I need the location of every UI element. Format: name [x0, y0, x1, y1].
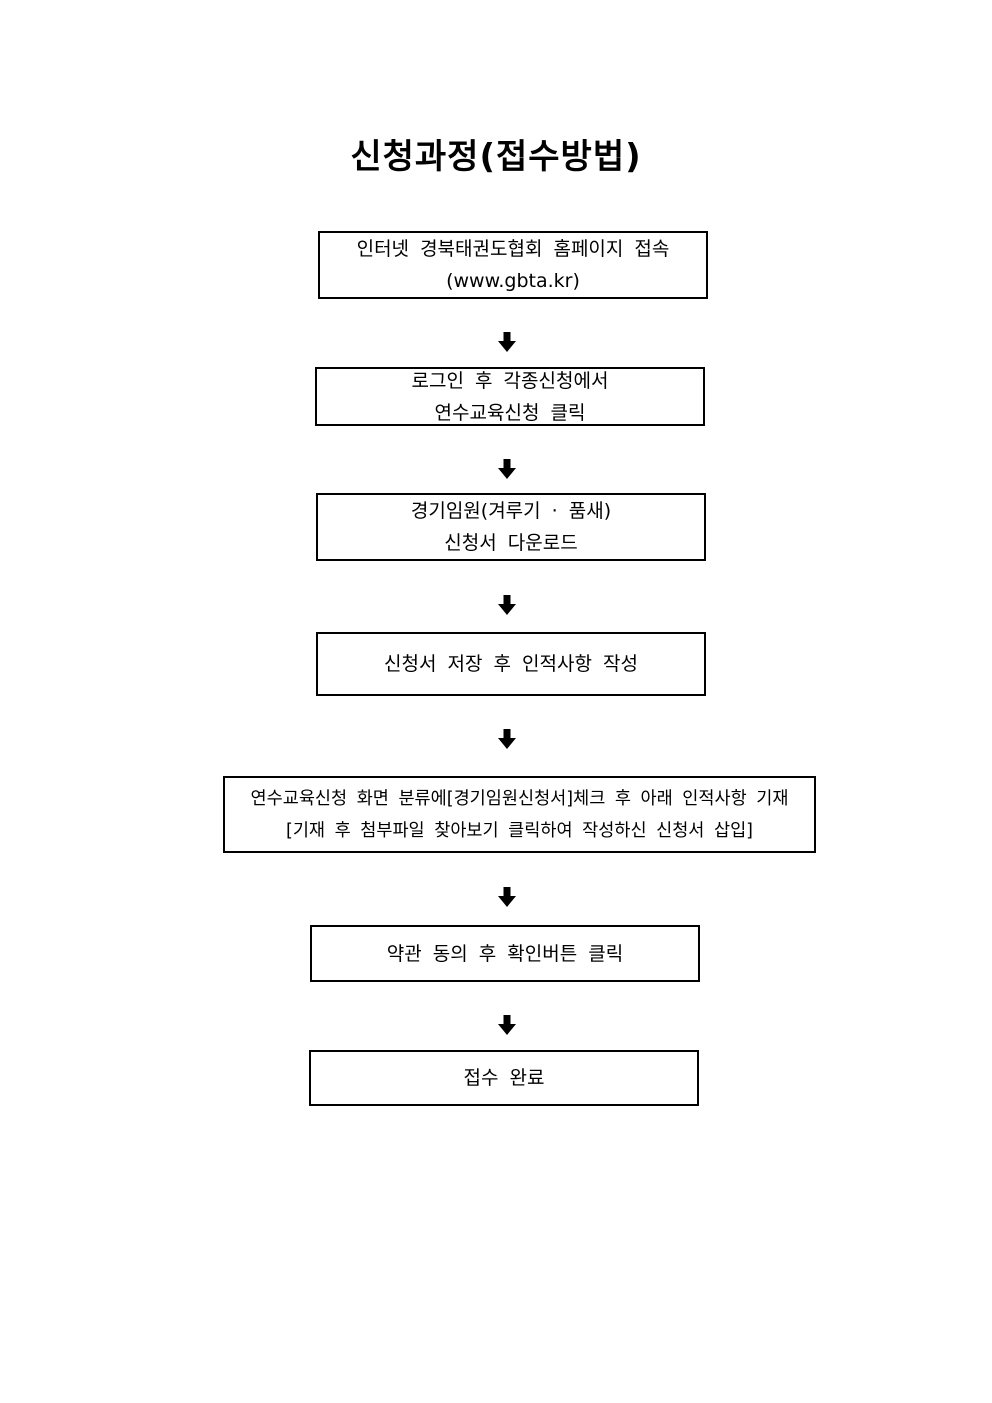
arrow-down-icon [498, 595, 516, 615]
step-4-box: 신청서 저장 후 인적사항 작성 [316, 632, 706, 696]
arrow-down-icon [498, 1015, 516, 1035]
step-2-line-1: 로그인 후 각종신청에서 [411, 369, 609, 392]
arrow-down-icon [498, 459, 516, 479]
step-5-box: 연수교육신청 화면 분류에[경기임원신청서]체크 후 아래 인적사항 기재 [기… [223, 776, 816, 853]
page-title: 신청과정(접수방법) [350, 137, 642, 177]
step-2-box: 로그인 후 각종신청에서 연수교육신청 클릭 [315, 367, 705, 426]
step-3-line-1: 경기임원(겨루기 · 품새) [410, 500, 612, 522]
step-3-line-2: 신청서 다운로드 [444, 532, 578, 554]
step-5-line-2: [기재 후 첨부파일 찾아보기 클릭하여 작성하신 신청서 삽입] [286, 820, 753, 841]
step-3-box: 경기임원(겨루기 · 품새) 신청서 다운로드 [316, 493, 706, 561]
step-5-line-1: 연수교육신청 화면 분류에[경기임원신청서]체크 후 아래 인적사항 기재 [250, 788, 789, 809]
step-6-line-1: 약관 동의 후 확인버튼 클릭 [386, 942, 624, 965]
step-2-line-2: 연수교육신청 클릭 [434, 401, 586, 424]
step-4-line-1: 신청서 저장 후 인적사항 작성 [384, 653, 638, 675]
step-7-line-1: 접수 완료 [463, 1067, 545, 1089]
step-1-line-2: (www.gbta.kr) [446, 270, 580, 292]
step-7-box: 접수 완료 [309, 1050, 699, 1106]
arrow-down-icon [498, 887, 516, 907]
step-6-box: 약관 동의 후 확인버튼 클릭 [310, 925, 700, 982]
arrow-down-icon [498, 729, 516, 749]
arrow-down-icon [498, 332, 516, 352]
step-1-box: 인터넷 경북태권도협회 홈페이지 접속 (www.gbta.kr) [318, 231, 708, 299]
step-1-line-1: 인터넷 경북태권도협회 홈페이지 접속 [356, 238, 670, 260]
